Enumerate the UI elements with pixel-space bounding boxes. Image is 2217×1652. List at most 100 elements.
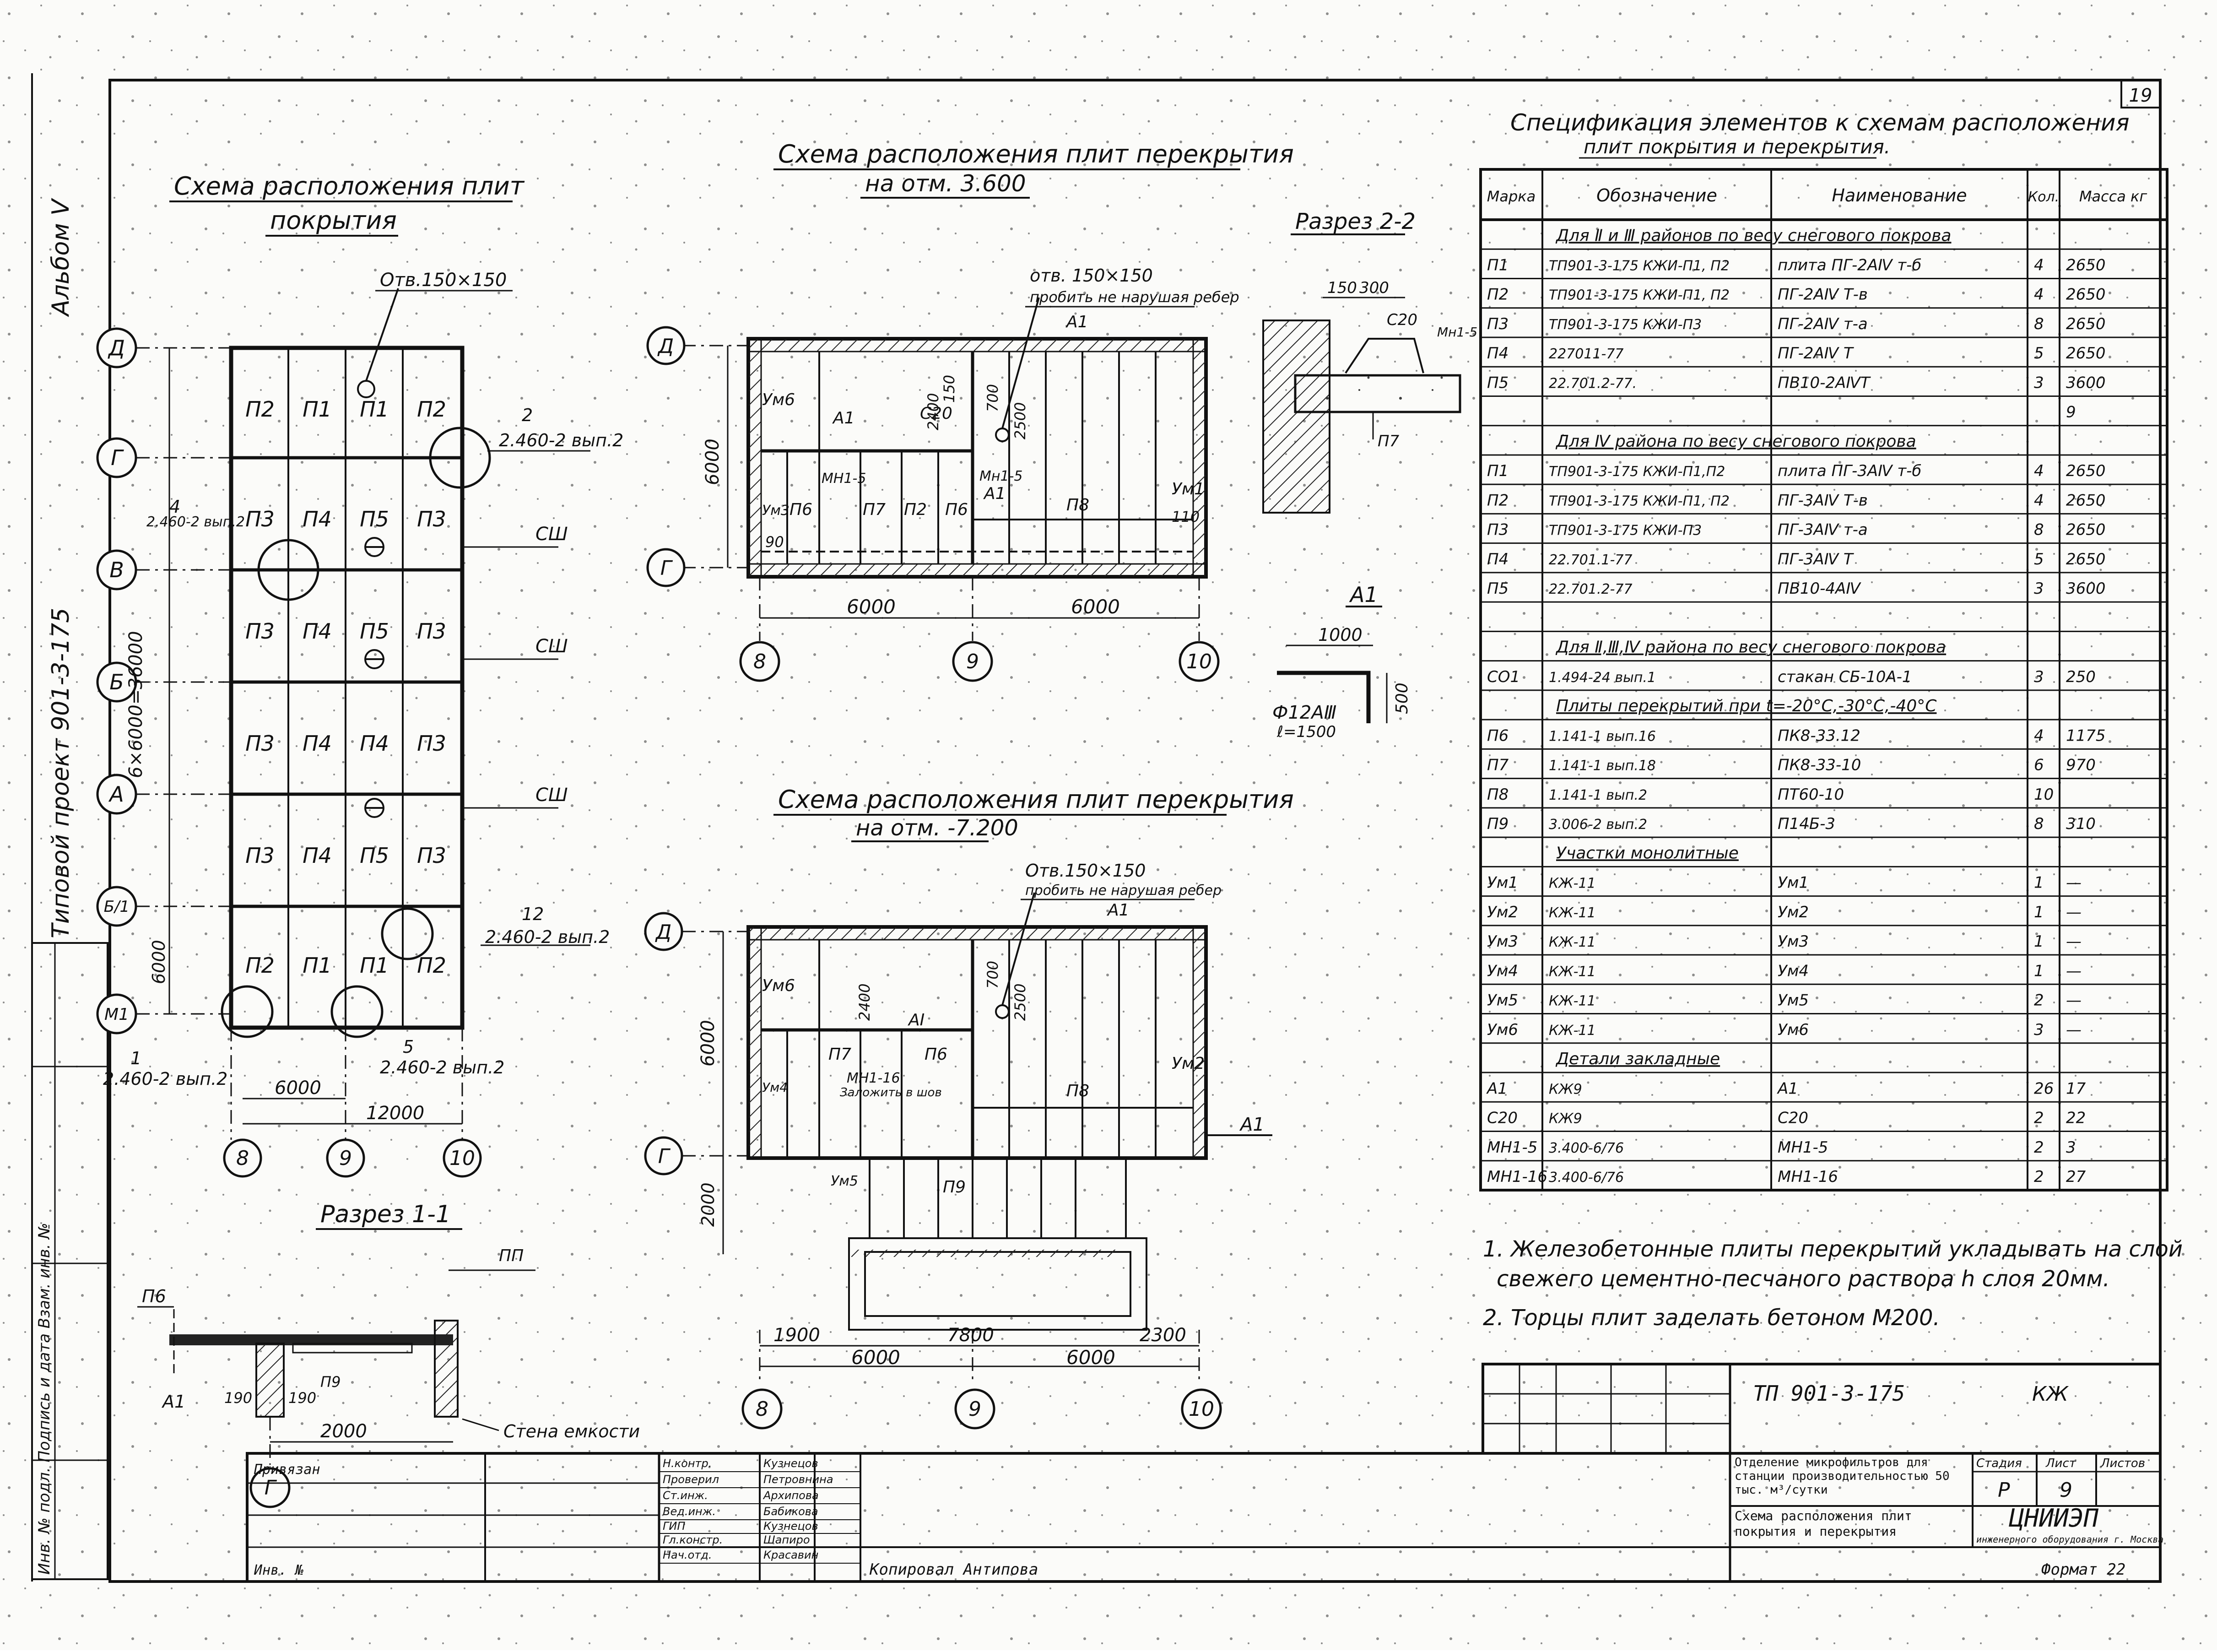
spec-cell: С20 (1487, 1109, 1518, 1127)
spec-cell: С20 (1778, 1109, 1808, 1127)
spec-h-mass: Масса кг (2079, 188, 2147, 205)
dim7-2500: 2500 (1011, 984, 1029, 1021)
plan-3600-opening-note: пробить не нарушая ребер (1030, 288, 1239, 306)
plan-7200-a1: А1 (1107, 901, 1130, 920)
spec-cell: П2 (1487, 286, 1509, 304)
axis-10: 10 (1186, 650, 1212, 673)
roof-slab: П3 (245, 731, 275, 756)
spec-cell: А1 (1777, 1079, 1798, 1098)
stamp-sheet: 9 (2060, 1479, 2072, 1502)
spec-h-designation: Обозначение (1596, 185, 1717, 206)
roof-opening-label: Отв.150×150 (380, 270, 507, 291)
spec-cell: П2 (1487, 491, 1509, 509)
spec-cell: ПК8-33.12 (1778, 726, 1860, 745)
plan-roof-title-2: покрытия (270, 206, 397, 235)
roof-slab: П3 (417, 619, 446, 644)
left-margin: Альбом V Типовой проект 901-3-175 Инв. №… (31, 198, 108, 1580)
lbl-a1-top: А1 (1065, 313, 1088, 331)
spec-cell: П8 (1487, 785, 1509, 804)
axis-9: 9 (966, 650, 979, 673)
spec-cell: 1 (2034, 932, 2044, 951)
spec-cell: плита ПГ-2АⅣ т-б (1778, 256, 1921, 274)
spec-cell: КЖ-11 (1549, 876, 1596, 892)
stamp-format: Формат 22 (2041, 1560, 2125, 1579)
plan-roof: Схема расположения плит покрытия П2 П1 П… (96, 172, 623, 1178)
spec-cell: ПГ-2АⅣ т-а (1778, 315, 1868, 333)
spec-cell: 3 (2034, 668, 2044, 686)
spec-cell: 970 (2066, 756, 2096, 775)
lbl7-p8: П8 (1066, 1082, 1089, 1100)
axis-row-M1: М1 (104, 1005, 129, 1024)
stamp-copied: Копировал Антипова (869, 1560, 1038, 1579)
roof-slab: П4 (303, 843, 332, 868)
node-12: 12 (522, 904, 544, 924)
axis-row-B1: Б/1 (104, 898, 130, 916)
node-1-ref: 2.460-2 вып.2 (103, 1069, 227, 1089)
stamp-stage-h: Стадия (1976, 1457, 2022, 1470)
dim7-2400: 2400 (856, 984, 873, 1021)
spec-cell: ТП901-3-175 КЖИ-П3 (1549, 523, 1702, 539)
spec-cell: П4 (1487, 344, 1509, 363)
dim7-700: 700 (984, 961, 1001, 989)
lbl7-embed-note: Заложить в шов (840, 1086, 942, 1100)
spec-cell: — (2066, 874, 2082, 892)
roof-slab: П2 (417, 397, 446, 422)
spec-cell: 22.701.2-77. (1549, 375, 1637, 391)
sheet-number: 19 (2129, 85, 2152, 106)
spec-section-heading: Детали закладные (1555, 1050, 1720, 1068)
spec-h-name: Наименование (1832, 185, 1967, 206)
s22-150: 150 (1327, 279, 1357, 297)
spec-cell: 2650 (2066, 315, 2106, 333)
spec-cell: 22 (2066, 1109, 2086, 1127)
plan-3600: Схема расположения плит перекрытия на от… (646, 140, 1294, 682)
spec-cell: ПВ10-2АⅣТ (1778, 374, 1871, 392)
dim-6000: 6000 (847, 596, 896, 618)
stamp-org-sub: инженерного оборудования г. Москва (1976, 1534, 2163, 1545)
spec-cell: СО1 (1487, 668, 1520, 686)
node-4: 4 (169, 497, 180, 517)
axis-D: Д (657, 335, 674, 358)
roof-slab: П4 (303, 619, 332, 644)
stamp-sheet-h: Лист (2045, 1457, 2076, 1470)
spec-cell: П1 (1487, 256, 1509, 274)
spec-cell: КЖ-11 (1549, 905, 1596, 921)
spec-cell: 2650 (2066, 521, 2106, 539)
axis-row-G: Г (111, 445, 124, 470)
dim7-7800: 7800 (947, 1325, 994, 1346)
spec-cell: Ум1 (1487, 874, 1518, 892)
s11-p6: П6 (142, 1286, 166, 1306)
s11-axis: Г (265, 1476, 277, 1500)
node-5-ref: 2.460-2 вып.2 (380, 1057, 504, 1078)
spec-cell: Ум3 (1487, 932, 1518, 951)
axis-row-V: В (109, 558, 124, 582)
lbl-mn1-5b: Мн1-5 (979, 468, 1023, 484)
spec-cell: ПТ60-10 (1778, 785, 1844, 804)
spec-cell: 2650 (2066, 286, 2106, 304)
spec-cell: ТП901-3-175 КЖИ-П1, П2 (1549, 258, 1730, 274)
spec-cell: 2 (2034, 1109, 2044, 1127)
stamp-mark: КЖ (2032, 1382, 2069, 1406)
spec-cell: 2 (2034, 1168, 2044, 1186)
spec-cell: — (2066, 962, 2082, 980)
note-2: 2. Торцы плит заделать бетоном М200. (1483, 1305, 1940, 1331)
spec-h-qty: Кол. (2028, 189, 2059, 205)
dim7-6000b: 6000 (1066, 1346, 1115, 1369)
spec-cell: 9 (2066, 403, 2076, 422)
roof-dim-vertical: 6×6000=36000 (125, 631, 146, 778)
stamp-inv: Инв. № (254, 1562, 303, 1578)
axis-row-D: Д (108, 336, 125, 360)
node-2: 2 (522, 405, 533, 425)
spec-section-heading: Для Ⅱ,Ⅲ,Ⅳ района по весу снегового покро… (1555, 638, 1946, 657)
roof-slab: П4 (303, 507, 332, 531)
spec-cell: 1 (2034, 903, 2044, 921)
roof-slab: П1 (360, 953, 389, 978)
spec-cell: 4 (2034, 462, 2044, 480)
note-1b: свежего цементно-песчаного раствора h сл… (1497, 1266, 2110, 1292)
s11-pp: ПП (499, 1246, 524, 1265)
roof-dim-6000: 6000 (275, 1078, 321, 1099)
spec-cell: 22.701.2-77 (1549, 581, 1633, 597)
spec-cell: П3 (1487, 521, 1509, 539)
lbl-p6: П6 (789, 500, 812, 519)
spec-cell: 22.701.1-77 (1549, 552, 1633, 568)
